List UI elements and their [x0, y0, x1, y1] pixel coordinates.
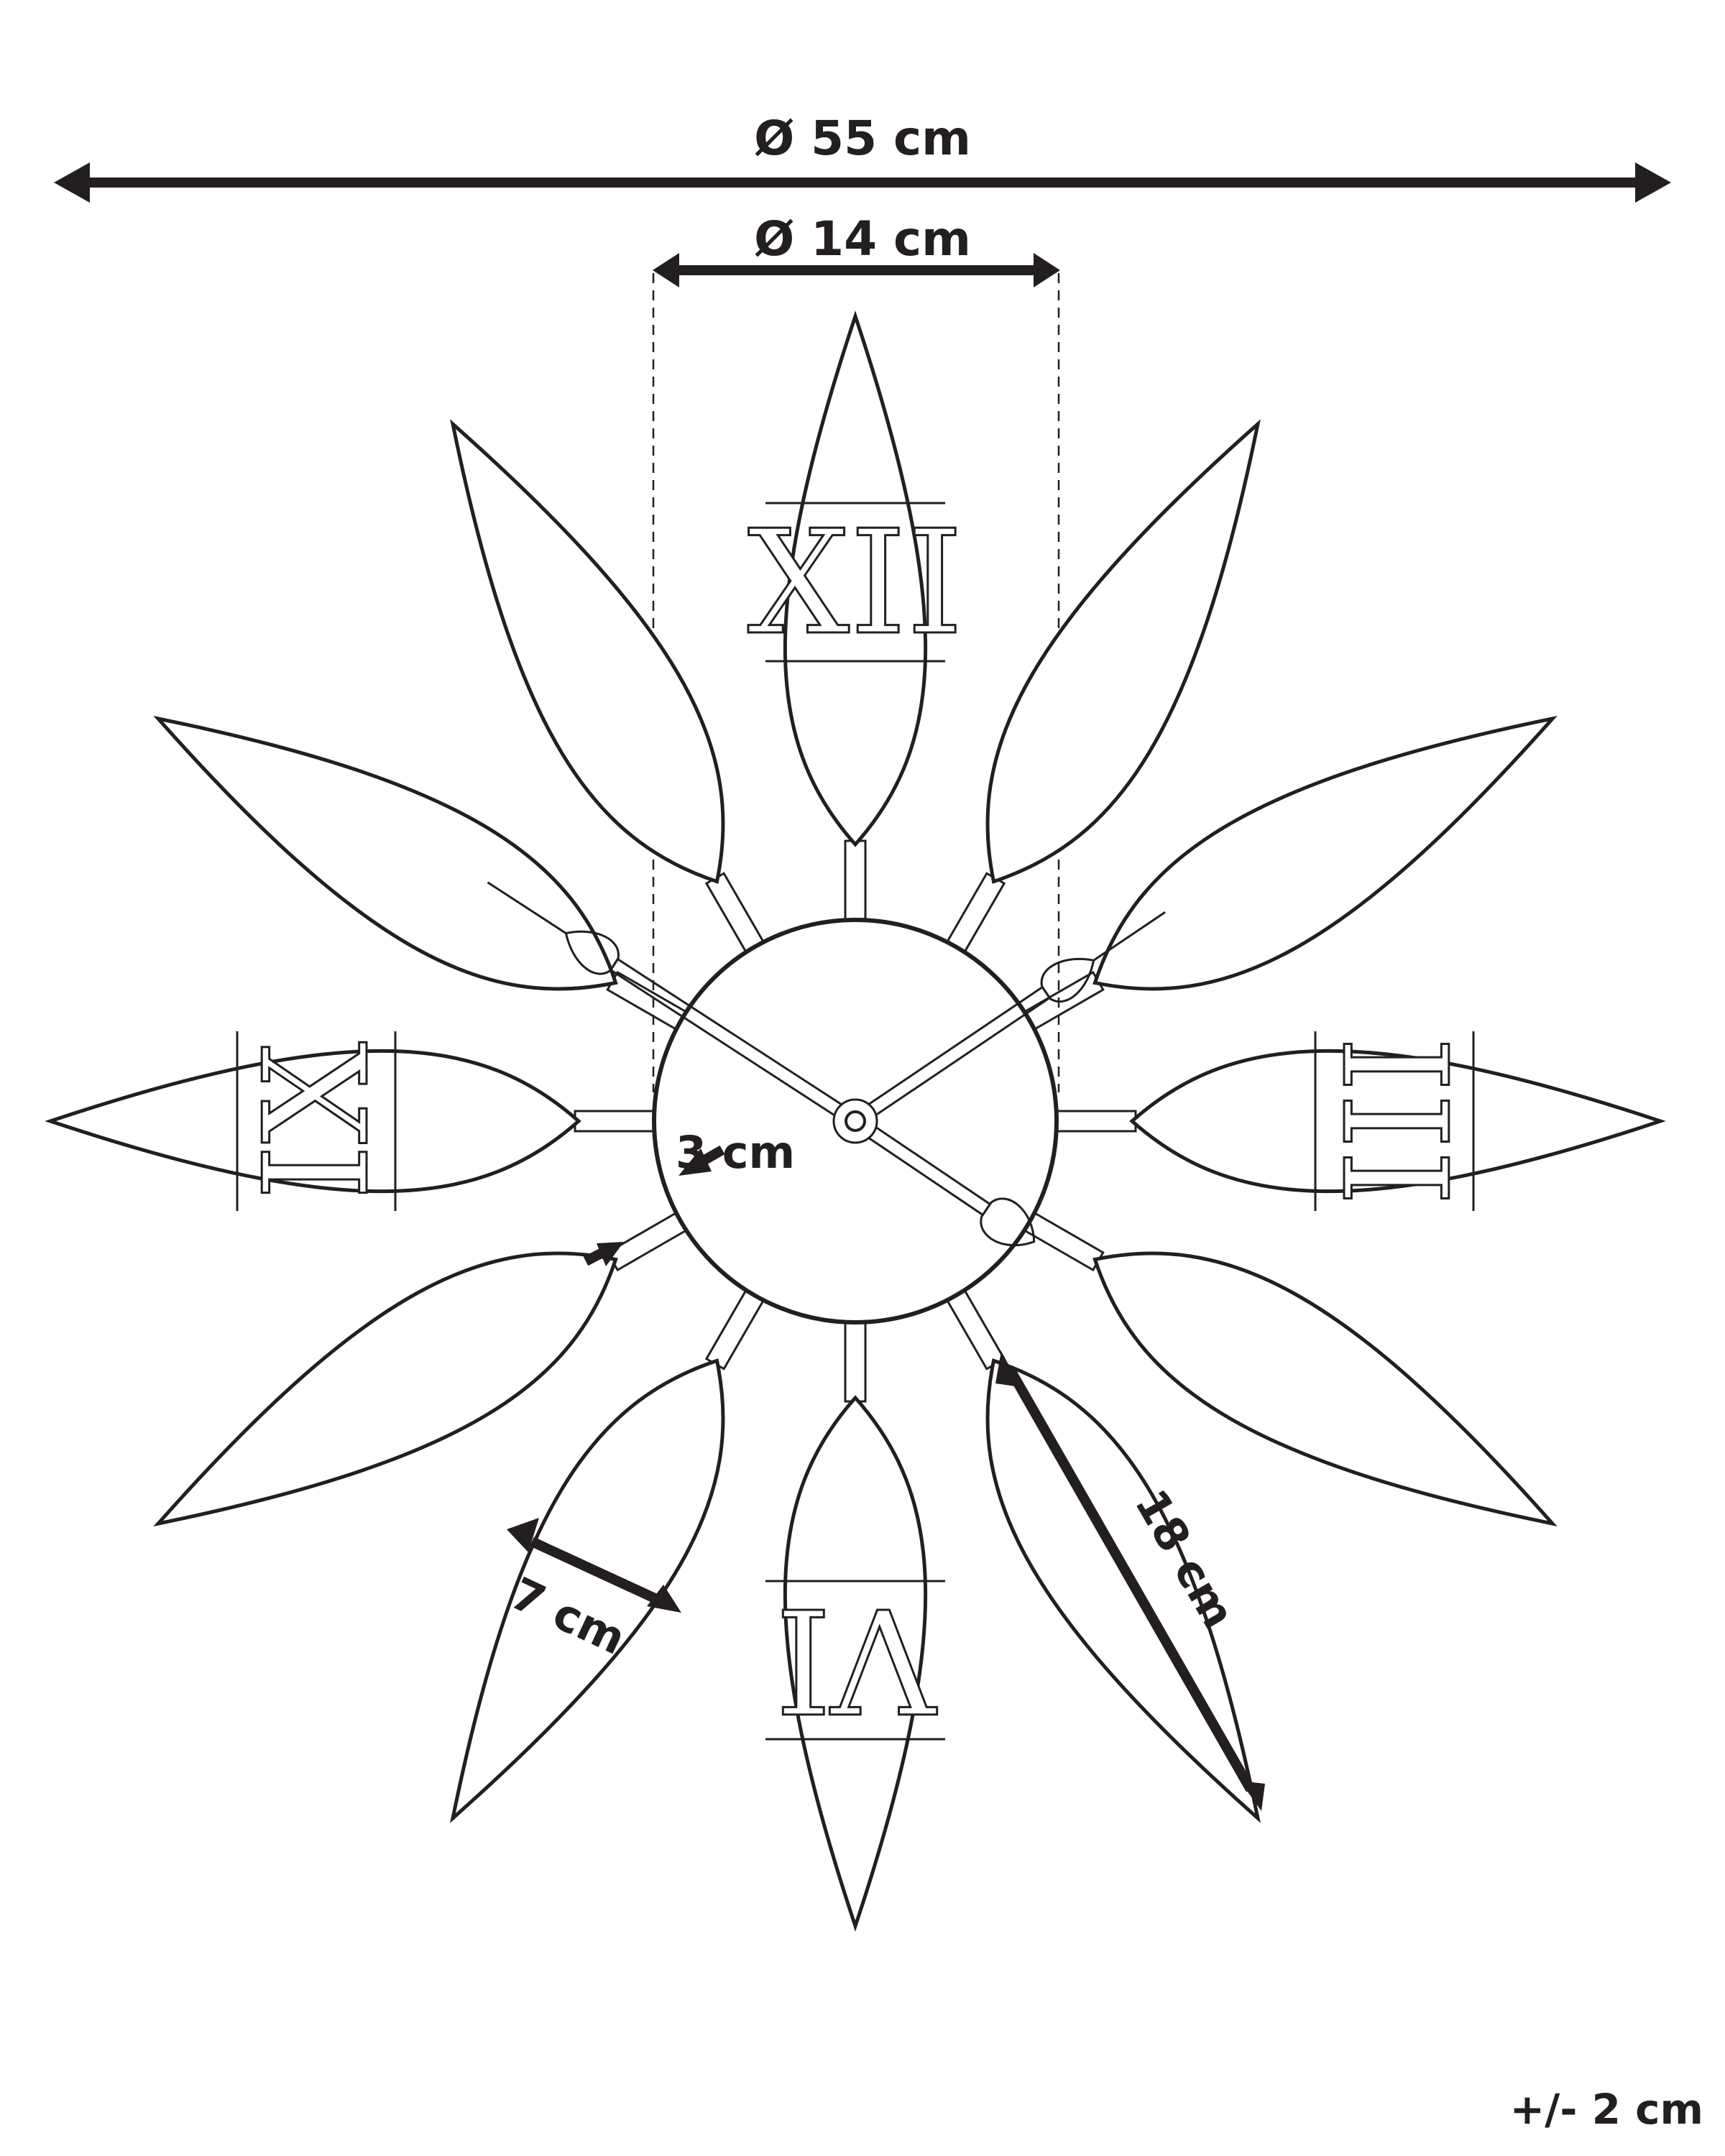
- petal-10: [153, 716, 618, 991]
- petal-8: [153, 1251, 618, 1526]
- clock-body: XII III VI IX: [45, 310, 1666, 1932]
- numeral-bands: XII III VI IX: [233, 499, 1478, 1744]
- spoke-length-dimension: 3 cm: [583, 1126, 795, 1266]
- petal-6: [783, 1395, 928, 1932]
- petal-3: [1129, 1049, 1666, 1194]
- numeral-ix: IX: [234, 1041, 401, 1200]
- overall-diameter-dimension: Ø 55 cm: [54, 111, 1671, 203]
- tolerance-note: +/- 2 cm: [1510, 2085, 1703, 2134]
- numeral-iii: III: [1310, 1036, 1477, 1206]
- overall-diameter-label: Ø 55 cm: [754, 111, 971, 166]
- petal-1: [985, 419, 1261, 884]
- petal-11: [450, 419, 725, 884]
- petal-7: [450, 1358, 725, 1823]
- petals: [45, 310, 1666, 1932]
- petal-4: [1092, 1251, 1558, 1526]
- numeral-xii: XII: [748, 499, 963, 667]
- center-diameter-label: Ø 14 cm: [754, 211, 971, 267]
- petal-5: [985, 1358, 1261, 1823]
- numeral-vi: VI: [775, 1575, 937, 1743]
- petal-9: [45, 1049, 581, 1194]
- clock-hands: [487, 881, 1166, 1247]
- petal-12: [783, 310, 928, 847]
- center-diameter-dimension: Ø 14 cm: [652, 211, 1060, 1092]
- petal-2: [1092, 716, 1558, 991]
- petal-length-dimension: 18 cm: [995, 1351, 1265, 1811]
